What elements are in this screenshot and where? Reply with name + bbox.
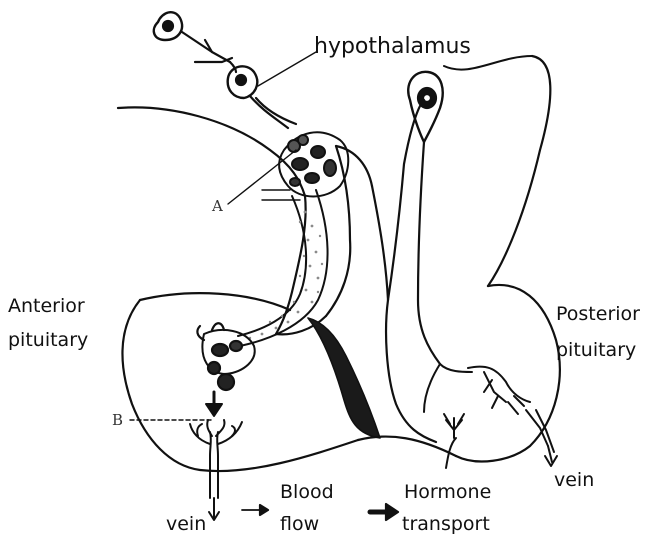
label-posterior-line2: pituitary [556, 340, 636, 362]
label-anterior-line1: Anterior [8, 296, 85, 318]
pointer-lines [130, 52, 316, 420]
legend-hormone-line2: transport [402, 514, 490, 536]
legend-arrows [242, 504, 398, 520]
legend-blood-flow-line2: flow [280, 514, 319, 536]
dense-tissue-wedge [308, 318, 380, 438]
lower-neuron [228, 62, 296, 128]
primary-capillary-plexus [279, 132, 348, 196]
legend-blood-flow-line1: Blood [280, 482, 334, 504]
legend-hormone-line1: Hormone [404, 482, 491, 504]
posterior-lobe-outline [358, 56, 560, 461]
label-hypothalamus: hypothalamus [314, 34, 471, 59]
label-b: B [112, 412, 123, 429]
label-vein-left: vein [166, 514, 206, 536]
posterior-capillary-trees [424, 364, 557, 468]
label-a: A [212, 198, 223, 215]
label-vein-right: vein [554, 470, 594, 492]
label-posterior-line1: Posterior [556, 304, 640, 326]
stalk-outline [118, 107, 388, 334]
posterior-neuron [408, 72, 442, 364]
label-anterior-line2: pituitary [8, 330, 88, 352]
left-capillary-tree [190, 392, 242, 520]
upper-neuron [154, 12, 232, 62]
